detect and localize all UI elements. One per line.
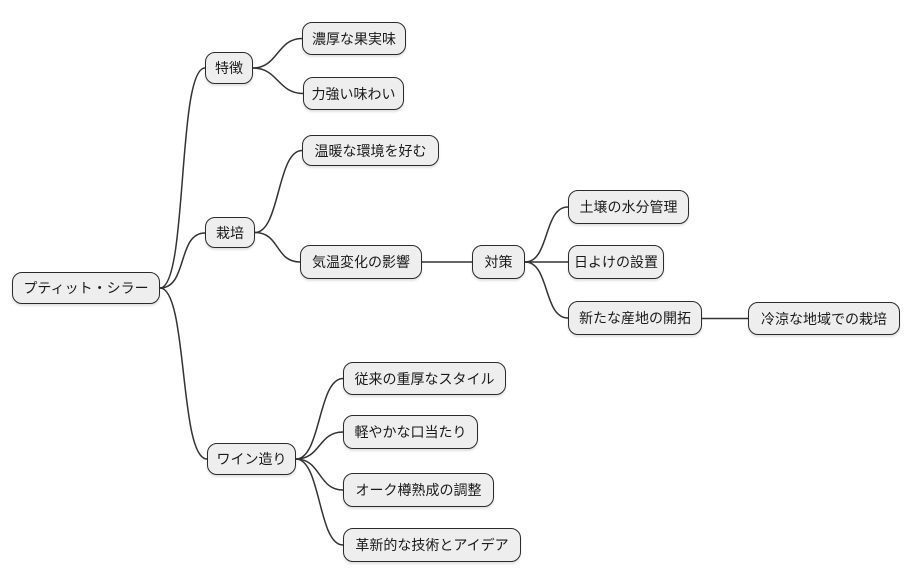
connector-winemaking-innovative-ideas [295,458,344,546]
node-feature: 特徴 [205,52,253,84]
connector-root-cultivation [159,232,206,289]
node-innovative-ideas: 革新的な技術とアイデア [343,528,521,562]
connector-winemaking-traditional-style [295,377,344,460]
connector-feature-powerful-taste [252,67,304,95]
connector-cultivation-temp-change [254,231,301,263]
node-light-mouthfeel: 軽やかな口当たり [343,415,478,449]
connector-winemaking-light-mouthfeel [295,431,344,460]
connector-cultivation-warm-env [254,149,303,234]
node-cool-regions: 冷涼な地域での栽培 [748,302,900,335]
connector-root-feature [159,67,206,289]
node-soil-moisture: 土壌の水分管理 [568,190,689,224]
connector-countermeasure-soil-moisture [524,206,569,263]
node-temp-change: 気温変化の影響 [300,245,422,279]
connector-feature-rich-fruit [252,37,303,69]
node-new-regions: 新たな産地の開拓 [568,301,702,335]
node-cultivation: 栽培 [205,217,255,248]
connector-winemaking-oak-aging [295,458,344,491]
node-warm-env: 温暖な環境を好む [302,135,439,166]
node-sunshade: 日よけの設置 [568,245,664,279]
node-oak-aging: オーク樽熟成の調整 [343,473,494,507]
node-winemaking: ワイン造り [207,443,296,475]
node-rich-fruit: 濃厚な果実味 [302,22,406,55]
node-countermeasure: 対策 [472,245,525,279]
node-root: プティット・シラー [12,272,160,304]
node-powerful-taste: 力強い味わい [303,77,404,110]
connector-root-winemaking [159,287,208,460]
connector-countermeasure-new-regions [524,261,569,319]
node-traditional-style: 従来の重厚なスタイル [343,362,506,395]
